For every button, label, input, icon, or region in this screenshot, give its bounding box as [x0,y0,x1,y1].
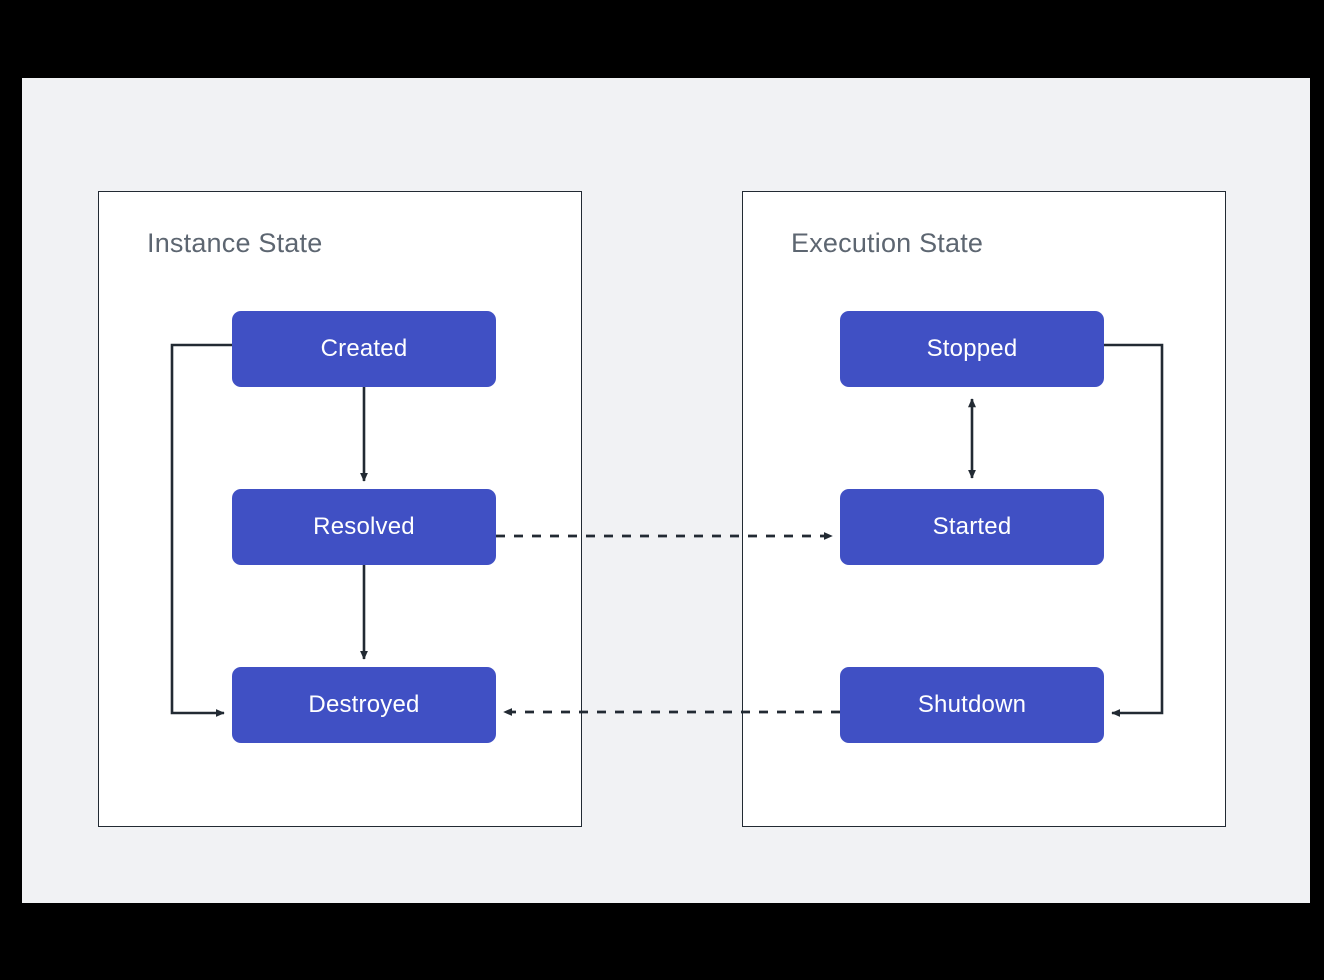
diagram-board: Instance State Execution State [22,78,1310,903]
state-label-resolved: Resolved [313,513,415,540]
state-label-shutdown: Shutdown [917,691,1027,718]
state-box-shutdown[interactable]: Shutdown [840,667,1104,743]
state-label-created: Created [320,335,408,362]
state-box-created[interactable]: Created [232,311,496,387]
group-instance-state-title: Instance State [147,228,323,258]
state-box-resolved[interactable]: Resolved [232,489,496,565]
state-label-stopped: Stopped [926,335,1018,362]
group-execution-state-title: Execution State [791,228,984,258]
state-box-started[interactable]: Started [840,489,1104,565]
state-box-stopped[interactable]: Stopped [840,311,1104,387]
state-label-started: Started [932,513,1012,540]
state-label-destroyed: Destroyed [308,691,420,718]
state-box-destroyed[interactable]: Destroyed [232,667,496,743]
